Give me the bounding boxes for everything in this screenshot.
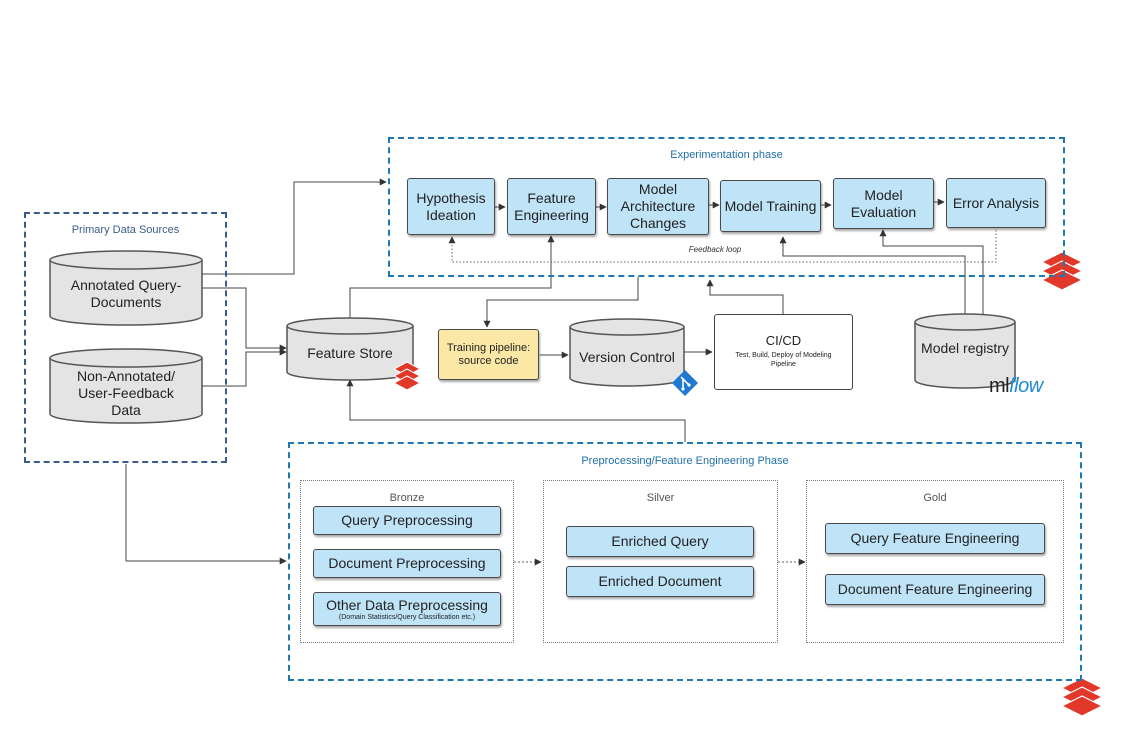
silver-title: Silver bbox=[646, 492, 675, 504]
experimentation-title: Experimentation phase bbox=[670, 149, 783, 161]
other-data-preprocessing-note: (Domain Statistics/Query Classification … bbox=[338, 613, 476, 621]
databricks-icon-experimentation bbox=[1040, 251, 1084, 291]
cicd-box[interactable]: CI/CD Test, Build, Deploy of Modeling Pi… bbox=[714, 314, 853, 390]
other-data-preprocessing-label: Other Data Preprocessing bbox=[326, 596, 488, 613]
step-model-architecture-changes[interactable]: Model Architecture Changes bbox=[607, 178, 709, 235]
arrow-experimentation-to-training-pipeline bbox=[483, 277, 639, 328]
version-control[interactable]: Version Control bbox=[579, 349, 675, 365]
primary-sources-zone bbox=[24, 212, 227, 463]
arrow-cicd-to-experimentation bbox=[706, 279, 784, 314]
feature-store[interactable]: Feature Store bbox=[307, 345, 393, 361]
bronze-title: Bronze bbox=[389, 492, 425, 504]
step-model-evaluation[interactable]: Model Evaluation bbox=[833, 178, 934, 229]
enriched-document[interactable]: Enriched Document bbox=[566, 566, 754, 597]
model-registry[interactable]: Model registry bbox=[921, 340, 1009, 356]
other-data-preprocessing[interactable]: Other Data Preprocessing (Domain Statist… bbox=[313, 592, 501, 626]
arrow-annotated-to-experimentation bbox=[202, 178, 387, 275]
mlflow-logo-ml: ml bbox=[989, 375, 1010, 397]
step-hypothesis-ideation[interactable]: Hypothesis Ideation bbox=[407, 178, 495, 235]
query-feature-engineering[interactable]: Query Feature Engineering bbox=[825, 523, 1045, 554]
feedback-loop-label: Feedback loop bbox=[688, 245, 742, 254]
primary-sources-title: Primary Data Sources bbox=[71, 224, 180, 236]
non-annotated-data[interactable]: Non-Annotated/ User-Feedback Data bbox=[76, 368, 176, 418]
databricks-icon-feature-store bbox=[392, 361, 422, 391]
preprocessing-title: Preprocessing/Feature Engineering Phase bbox=[581, 455, 789, 467]
experimentation-zone bbox=[388, 137, 1065, 277]
step-model-training[interactable]: Model Training bbox=[720, 180, 821, 232]
step-feature-engineering[interactable]: Feature Engineering bbox=[507, 178, 596, 235]
arrow-nonannotated-to-feature-store bbox=[202, 348, 287, 387]
databricks-icon-preprocessing bbox=[1060, 677, 1104, 717]
annotated-query-documents[interactable]: Annotated Query-Documents bbox=[70, 277, 182, 310]
document-feature-engineering[interactable]: Document Feature Engineering bbox=[825, 574, 1045, 605]
query-preprocessing[interactable]: Query Preprocessing bbox=[313, 506, 501, 535]
arrow-registry-to-training bbox=[779, 236, 966, 316]
gold-title: Gold bbox=[923, 492, 947, 504]
arrow-registry-to-evaluation bbox=[879, 229, 984, 316]
preprocessing-zone bbox=[288, 442, 1082, 681]
mlflow-logo: mlflow bbox=[989, 375, 1043, 398]
arrow-preprocessing-to-feature-store bbox=[346, 379, 686, 442]
gold-zone bbox=[806, 480, 1064, 643]
silver-zone bbox=[543, 480, 778, 643]
cicd-subtitle: Test, Build, Deploy of Modeling Pipeline bbox=[735, 352, 832, 368]
training-pipeline-source-code[interactable]: Training pipeline: source code bbox=[438, 329, 539, 380]
feedback-loop-line bbox=[448, 230, 997, 263]
bronze-zone bbox=[300, 480, 514, 643]
arrow-annotated-to-feature-store bbox=[202, 287, 287, 352]
enriched-query[interactable]: Enriched Query bbox=[566, 526, 754, 557]
mlflow-logo-flow: flow bbox=[1009, 375, 1043, 397]
document-preprocessing[interactable]: Document Preprocessing bbox=[313, 549, 501, 578]
arrow-sources-to-preprocessing bbox=[125, 464, 287, 565]
step-error-analysis[interactable]: Error Analysis bbox=[946, 178, 1046, 228]
git-icon bbox=[672, 370, 698, 396]
cicd-title: CI/CD bbox=[765, 333, 802, 348]
